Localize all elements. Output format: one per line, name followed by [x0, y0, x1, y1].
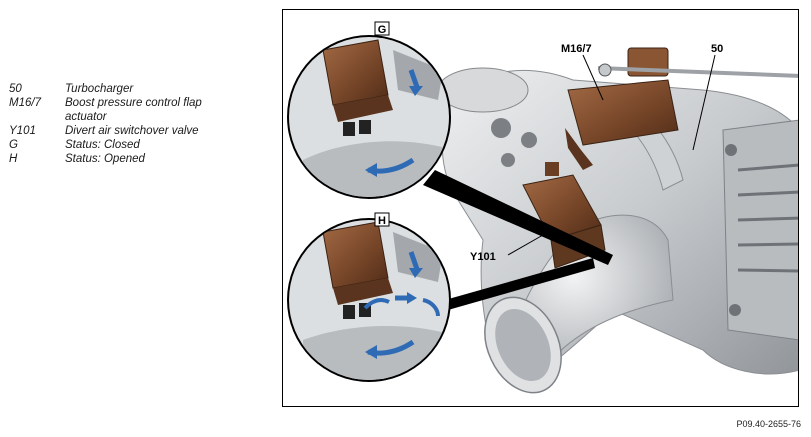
legend-desc: Status: Opened	[65, 153, 145, 165]
linkage-rod	[597, 63, 798, 78]
detail-h: H	[287, 212, 451, 382]
legend-code: Y101	[9, 125, 36, 137]
legend-code: H	[9, 153, 18, 165]
legend-row: Y101 Divert air switchover valve	[9, 124, 240, 138]
legend-desc: Divert air switchover valve	[65, 125, 199, 137]
legend-row: M16/7 Boost pressure control flap actuat…	[9, 96, 240, 124]
boost-pressure-actuator	[565, 47, 679, 170]
legend-code: 50	[9, 83, 22, 95]
legend-row: H Status: Opened	[9, 152, 240, 166]
figure-reference: P09.40-2655-76	[736, 419, 801, 429]
detail-g-connector	[423, 170, 613, 265]
legend-code: M16/7	[9, 97, 41, 109]
callout-m16-7: M16/7	[561, 43, 592, 55]
detail-g-tag: G	[378, 24, 387, 36]
legend-row: G Status: Closed	[9, 138, 240, 152]
legend: 50 Turbocharger M16/7 Boost pressure con…	[9, 82, 240, 166]
legend-desc: Boost pressure control flap actuator	[65, 97, 202, 123]
legend-row: 50 Turbocharger	[9, 82, 240, 96]
detail-h-tag: H	[378, 215, 386, 227]
callout-y101: Y101	[470, 251, 496, 263]
turbocharger-figure: G H	[282, 9, 799, 407]
detail-g: G	[287, 21, 451, 199]
legend-desc: Status: Closed	[65, 139, 140, 151]
detail-h-connector	[445, 258, 595, 310]
leader-lines	[507, 54, 716, 256]
legend-code: G	[9, 139, 18, 151]
callout-50: 50	[711, 43, 723, 55]
legend-desc: Turbocharger	[65, 83, 134, 95]
turbocharger-illustration: G H	[287, 21, 798, 394]
